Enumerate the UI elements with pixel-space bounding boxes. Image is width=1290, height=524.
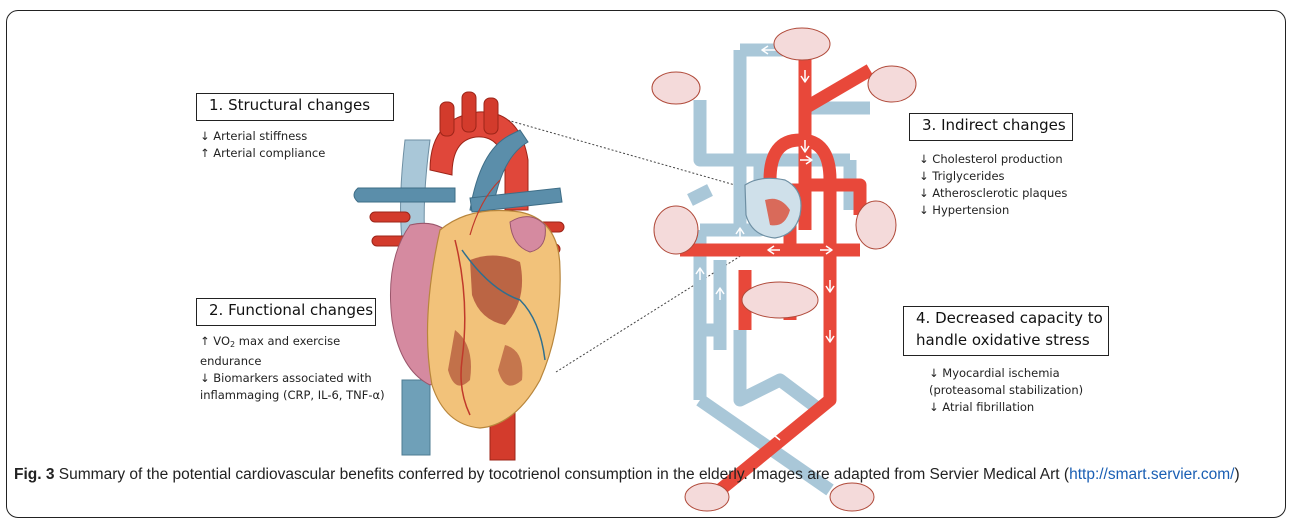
list-item: ↑ VO2 max and exercise: [200, 333, 385, 353]
figure-caption: Fig. 3 Summary of the potential cardiova…: [14, 464, 1276, 486]
structural-changes-list: ↓ Arterial stiffness ↑ Arterial complian…: [200, 128, 325, 162]
list-item: ↑ Arterial compliance: [200, 145, 325, 162]
figure-label: Fig. 3: [14, 466, 54, 483]
list-item: (proteasomal stabilization): [929, 382, 1083, 399]
list-item: ↓ Arterial stiffness: [200, 128, 325, 145]
list-item: ↓ Biomarkers associated with: [200, 370, 385, 387]
structural-changes-box: 1. Structural changes: [196, 93, 394, 121]
list-item: ↓ Myocardial ischemia: [929, 365, 1083, 382]
heart-illustration-icon: [354, 92, 564, 460]
list-item: inflammaging (CRP, IL-6, TNF-α): [200, 387, 385, 404]
list-item: ↓ Hypertension: [919, 202, 1067, 219]
caption-text: Summary of the potential cardiovascular …: [54, 466, 1069, 483]
caption-close: ): [1234, 466, 1239, 483]
servier-link[interactable]: http://smart.servier.com/: [1069, 466, 1234, 483]
structural-changes-title: 1. Structural changes: [209, 96, 370, 114]
oxidative-stress-box: 4. Decreased capacity to handle oxidativ…: [903, 306, 1109, 356]
indirect-changes-title: 3. Indirect changes: [922, 116, 1066, 134]
list-item: ↓ Triglycerides: [919, 168, 1067, 185]
list-item: endurance: [200, 353, 385, 370]
list-item: ↓ Atrial fibrillation: [929, 399, 1083, 416]
indirect-changes-box: 3. Indirect changes: [909, 113, 1073, 141]
oxidative-stress-title-line2: handle oxidative stress: [916, 329, 1108, 351]
functional-changes-list: ↑ VO2 max and exercise endurance ↓ Bioma…: [200, 333, 385, 404]
oxidative-stress-list: ↓ Myocardial ischemia (proteasomal stabi…: [929, 365, 1083, 416]
functional-changes-box: 2. Functional changes: [196, 298, 376, 326]
circulatory-system-diagram-icon: [652, 28, 916, 511]
oxidative-stress-title-line1: 4. Decreased capacity to: [916, 307, 1108, 329]
list-item: ↓ Atherosclerotic plaques: [919, 185, 1067, 202]
list-item: ↓ Cholesterol production: [919, 151, 1067, 168]
functional-changes-title: 2. Functional changes: [209, 301, 373, 319]
indirect-changes-list: ↓ Cholesterol production ↓ Triglycerides…: [919, 151, 1067, 219]
